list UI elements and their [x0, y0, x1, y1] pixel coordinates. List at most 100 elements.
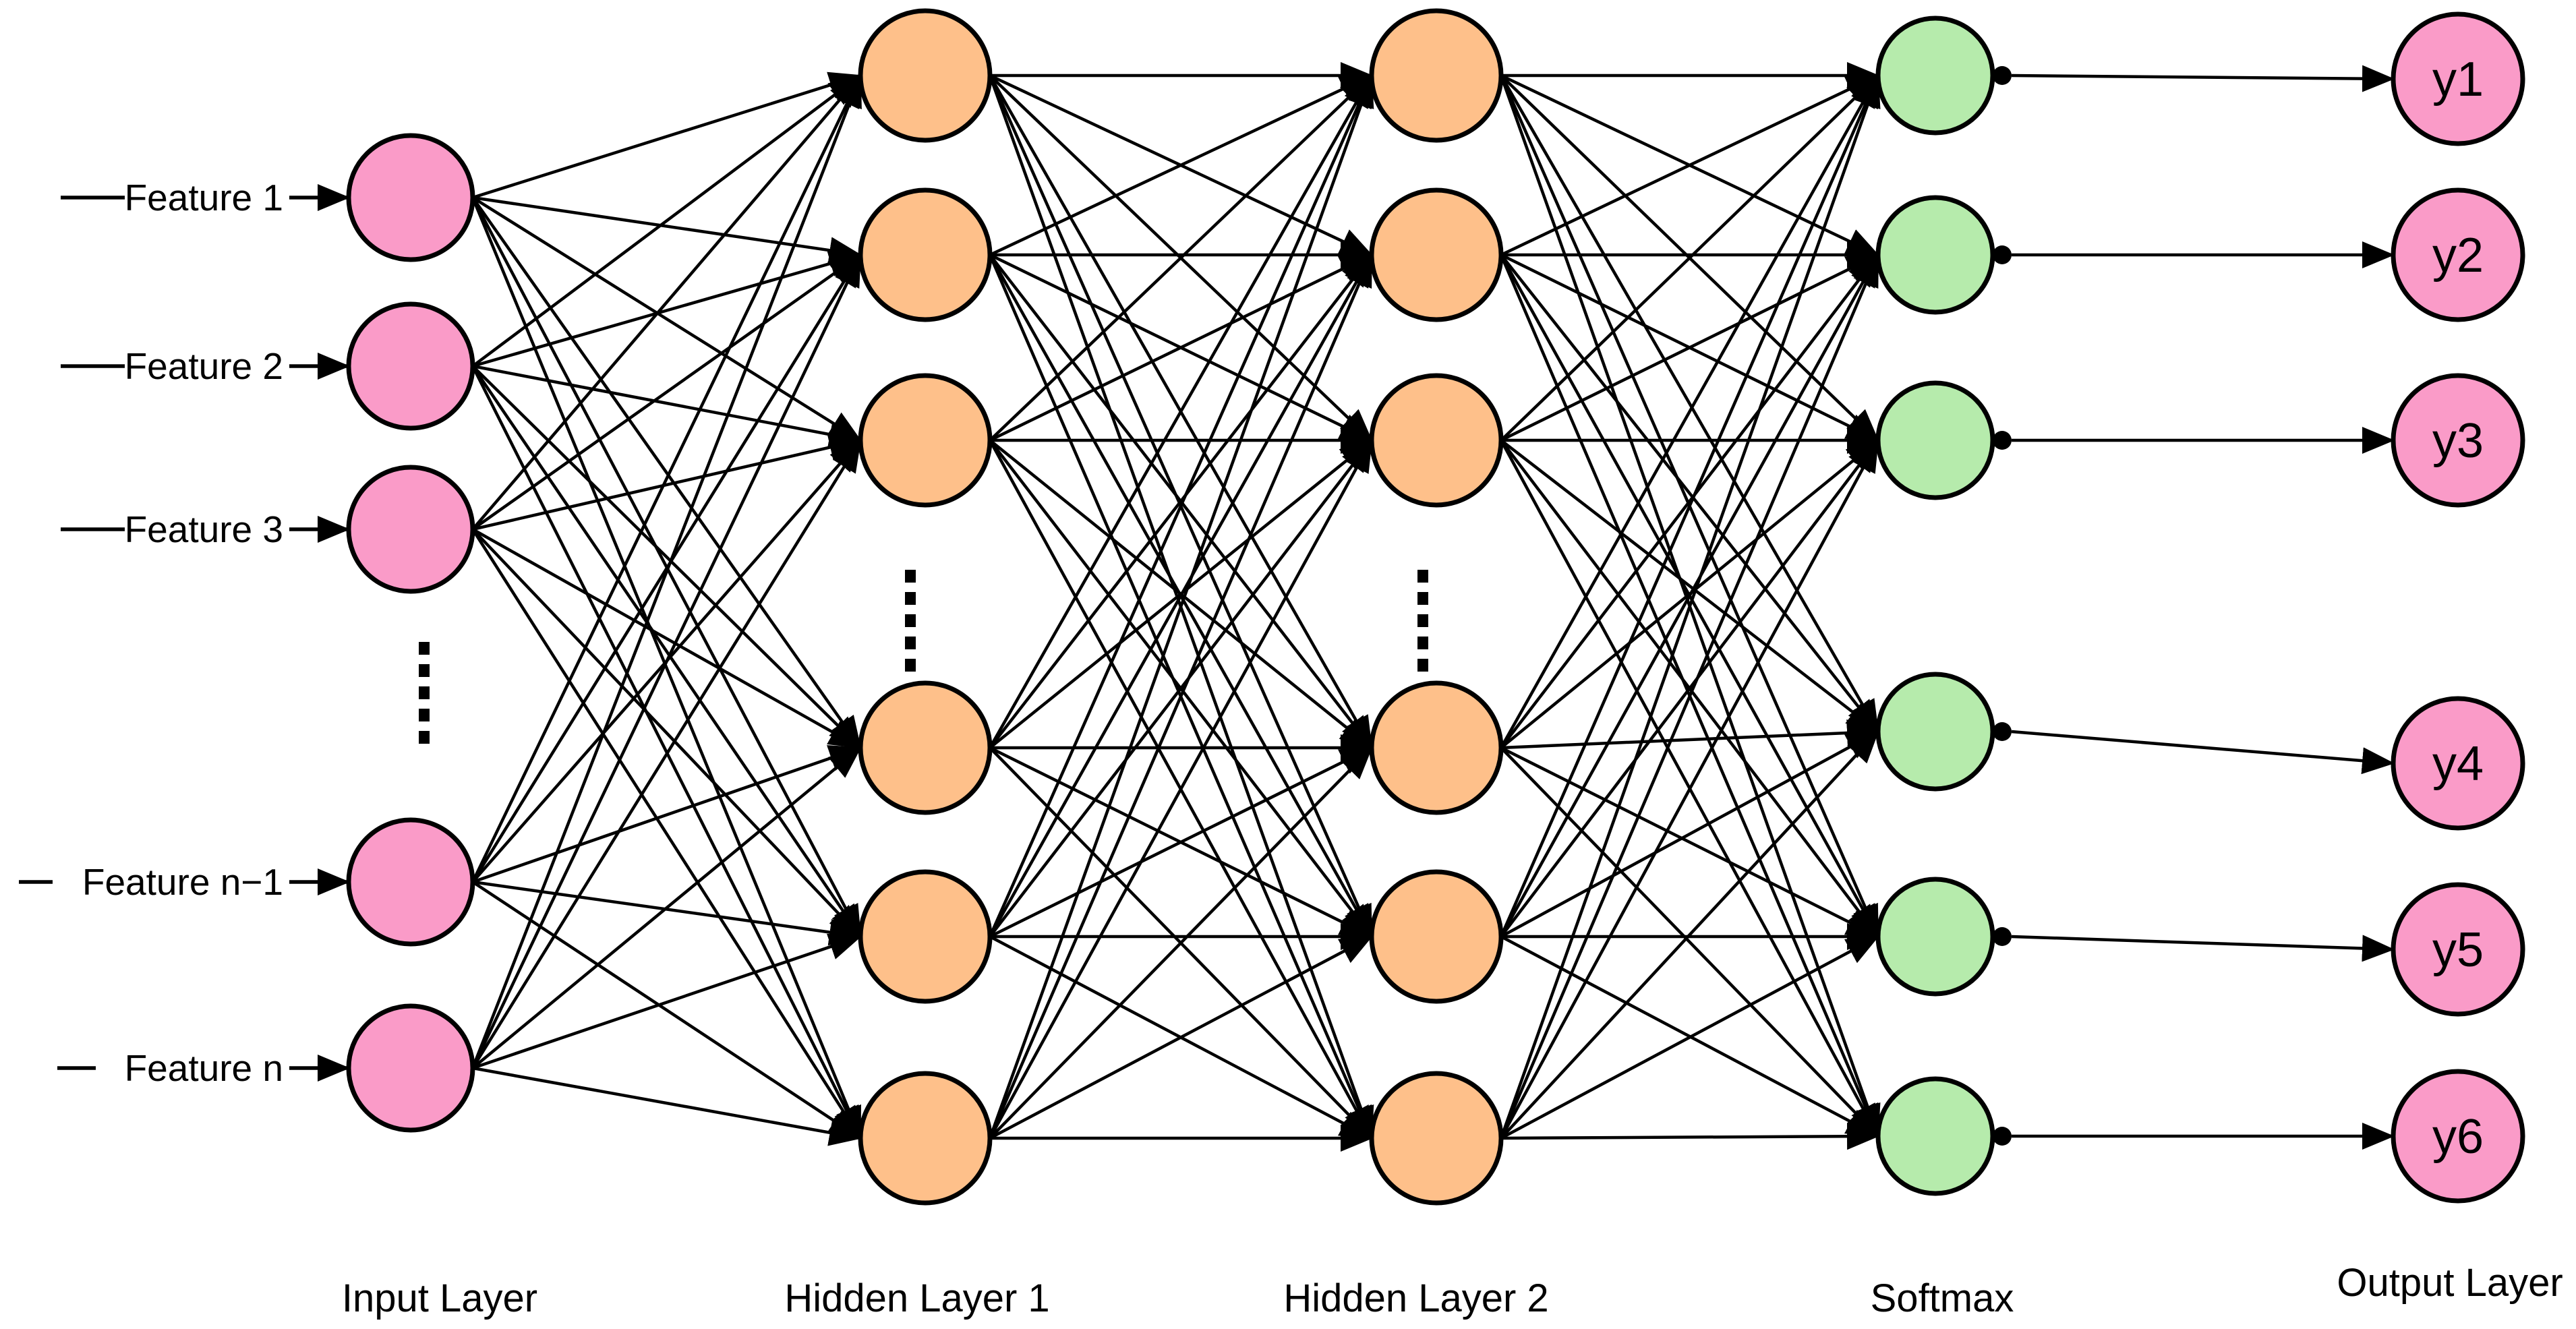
edge-hidden2-to-softmax	[1500, 730, 1879, 938]
edge-input-to-hidden1	[471, 528, 862, 1140]
edge-input-to-hidden1	[471, 365, 862, 749]
edge-hidden2-to-softmax	[1500, 74, 1879, 749]
edge-hidden2-to-softmax	[1500, 935, 1879, 1140]
edge-input-to-hidden1	[471, 74, 862, 367]
edge-input-to-hidden1	[471, 881, 862, 1140]
hidden2-node	[1369, 680, 1504, 815]
output-node	[2391, 11, 2525, 146]
feature-connectors	[19, 184, 350, 1082]
edge-input-to-hidden1	[471, 528, 862, 749]
ellipsis-dash	[1417, 570, 1428, 583]
hidden2-ellipsis	[1417, 570, 1428, 672]
softmax-output-dot	[1993, 431, 2012, 450]
edge-hidden1-to-hidden2	[989, 254, 1373, 749]
edge-hidden2-to-softmax	[1499, 74, 1880, 937]
edge-hidden2-to-softmax	[1500, 74, 1879, 733]
output-node-label: y2	[2432, 229, 2484, 283]
edge-hidden1-to-hidden2	[989, 73, 1373, 257]
edge-hidden1-to-hidden2	[989, 253, 1373, 442]
softmax-layer-nodes	[1875, 16, 1995, 1196]
edge-input-to-hidden1	[471, 196, 862, 749]
output-layer-nodes	[2391, 11, 2525, 1204]
ellipsis-dash	[419, 709, 430, 721]
output-node-label: y3	[2432, 414, 2484, 468]
feature-label: Feature n−1	[82, 861, 283, 903]
edge-hidden1-to-hidden2	[989, 746, 1373, 1140]
softmax-node	[1875, 1076, 1995, 1196]
softmax-output-dot	[1993, 245, 2012, 264]
softmax-node	[1875, 16, 1995, 136]
edge-input-to-hidden1	[471, 365, 862, 938]
edge-hidden1-to-hidden2	[989, 439, 1373, 1140]
edge-hidden2-to-softmax	[1499, 254, 1880, 1139]
edge-hidden1-to-hidden2	[988, 74, 1374, 1139]
hidden2-node	[1369, 8, 1504, 143]
edge-hidden2-to-softmax	[1500, 719, 1879, 750]
edge-hidden2-to-softmax	[1500, 74, 1879, 442]
edge-input-to-hidden1	[471, 197, 862, 1140]
input-node	[346, 465, 475, 594]
edge-hidden2-to-softmax	[1500, 746, 1879, 1138]
edge-hidden1-to-hidden2	[989, 746, 1373, 939]
edge-softmax-to-output	[2011, 65, 2395, 92]
hidden1-node	[858, 1071, 993, 1206]
edge-softmax-to-output	[2011, 730, 2395, 775]
feature-label: Feature n	[125, 1047, 283, 1089]
hidden2-layer-nodes	[1369, 8, 1504, 1206]
input-node	[346, 817, 475, 947]
feature-label: Feature 2	[125, 345, 283, 387]
hidden1-node	[858, 8, 993, 143]
hidden1-node	[858, 869, 993, 1004]
softmax-output-dot	[1993, 927, 2012, 946]
edge-input-to-hidden1	[472, 745, 862, 884]
edge-hidden2-to-softmax	[1500, 439, 1879, 938]
layer-caption-hidden2: Hidden Layer 2	[1283, 1276, 1548, 1320]
edge-hidden1-to-hidden2	[989, 74, 1373, 749]
ellipsis-dash	[1417, 592, 1428, 605]
edge-input-to-hidden1	[472, 434, 862, 531]
edge-hidden2-to-softmax	[1500, 439, 1879, 733]
input-layer-nodes	[346, 133, 475, 1133]
softmax-node	[1875, 672, 1995, 792]
edge-input-to-hidden1	[472, 364, 862, 448]
ellipsis-dash	[1417, 637, 1428, 649]
edge-input-to-hidden1	[472, 250, 862, 368]
hidden1-node	[858, 373, 993, 508]
edge-hidden1-to-hidden2	[989, 935, 1373, 1140]
input-ellipsis	[419, 642, 430, 744]
feature-label: Feature 3	[125, 508, 283, 550]
edge-hidden2-to-softmax	[1499, 74, 1881, 1139]
edge-hidden2-to-softmax	[1500, 254, 1879, 749]
edge-hidden2-to-softmax	[1500, 439, 1879, 1140]
edges-layer	[471, 62, 2395, 1152]
softmax-node	[1875, 380, 1995, 500]
edge-hidden2-to-softmax	[1500, 254, 1879, 733]
softmax-output-dot	[1993, 722, 2012, 741]
hidden1-node	[858, 680, 993, 815]
edge-input-to-hidden1	[471, 528, 862, 938]
edge-input-to-hidden1	[471, 254, 862, 531]
hidden2-node	[1369, 1071, 1504, 1206]
edge-input-to-hidden1	[471, 439, 862, 1069]
layer-caption-softmax: Softmax	[1871, 1276, 2014, 1320]
edge-input-to-hidden1	[471, 196, 862, 442]
edge-input-to-hidden1	[471, 254, 862, 1069]
output-node	[2391, 187, 2525, 322]
ellipsis-dash	[419, 664, 430, 677]
edge-hidden2-to-softmax	[1500, 730, 1879, 1140]
output-node-label: y5	[2432, 923, 2484, 977]
ellipsis-dash	[905, 570, 916, 583]
edge-input-to-hidden1	[471, 74, 862, 1069]
output-node	[2391, 1069, 2525, 1204]
output-node-label: y1	[2432, 53, 2484, 107]
input-node	[346, 301, 475, 431]
ellipsis-dash	[419, 642, 430, 655]
ellipsis-dash	[905, 637, 916, 649]
hidden2-node	[1369, 869, 1504, 1004]
layer-caption-output: Output Layer	[2337, 1261, 2563, 1305]
edge-hidden2-to-softmax	[1500, 73, 1879, 257]
softmax-output-dot	[1993, 1127, 2012, 1146]
edge-hidden1-to-hidden2	[989, 254, 1373, 938]
